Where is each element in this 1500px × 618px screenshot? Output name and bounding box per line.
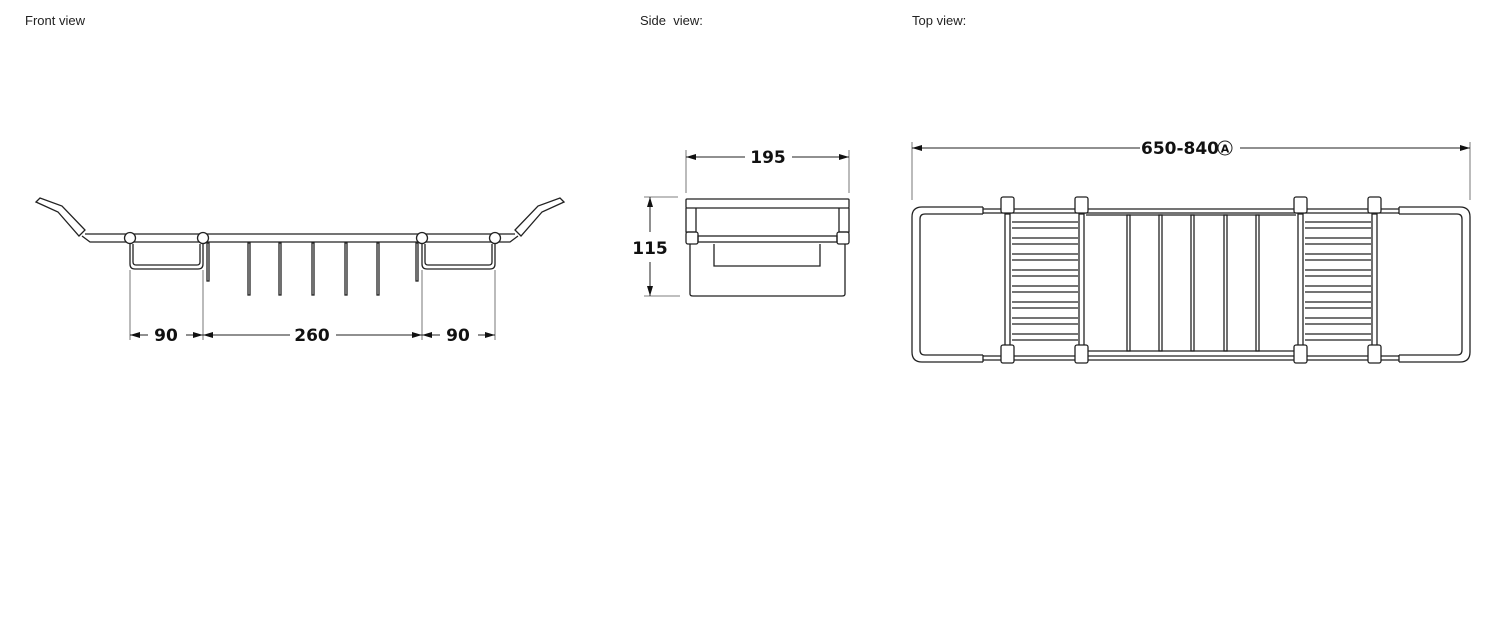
- front-view-label: Front view: [25, 13, 85, 28]
- front-dim-left: 90: [154, 326, 178, 346]
- front-dim-right: 90: [446, 326, 470, 346]
- top-view-label: Top view:: [912, 13, 967, 28]
- front-dim-center: 260: [294, 326, 330, 346]
- side-dim-height: 115: [632, 239, 668, 259]
- note-marker-circle: [1217, 140, 1233, 156]
- side-view-label: Side view:: [640, 13, 703, 28]
- side-dim-width: 195: [750, 148, 786, 168]
- note-marker-a: A: [1221, 143, 1230, 156]
- top-dim-length: 650-840: [1141, 139, 1219, 159]
- top-view-drawing: 650-840 A: [911, 139, 1471, 364]
- front-view-drawing: 90 260 90: [34, 197, 566, 346]
- side-view-drawing: 195 115: [632, 148, 850, 297]
